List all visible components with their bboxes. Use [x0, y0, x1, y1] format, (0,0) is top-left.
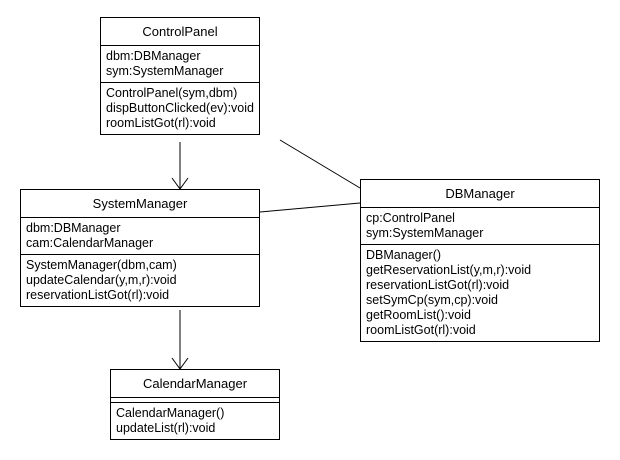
operation-entry: roomListGot(rl):void [366, 323, 476, 337]
operation-entry: reservationListGot(rl):void [366, 278, 510, 292]
operation-entry: getReservationList(y,m,r):void [366, 263, 532, 277]
operations-section: ControlPanel(sym,dbm)dispButtonClicked(e… [101, 82, 259, 134]
attribute-entry: dbm:DBManager [106, 49, 201, 63]
class-name: ControlPanel [101, 18, 259, 46]
operation-entry: dispButtonClicked(ev):void [106, 101, 254, 115]
attribute-entry: cam:CalendarManager [26, 236, 154, 250]
attribute-entry: sym:SystemManager [366, 226, 484, 240]
operations-section: SystemManager(dbm,cam)updateCalendar(y,m… [21, 254, 259, 306]
class-calendarmanager[interactable]: CalendarManager CalendarManager()updateL… [110, 369, 280, 440]
attribute-entry: sym:SystemManager [106, 64, 224, 78]
edge-controlpanel-dbmanager [279, 139, 361, 189]
class-name: CalendarManager [111, 370, 279, 398]
class-name: SystemManager [21, 190, 259, 218]
attribute-entry: cp:ControlPanel [366, 211, 455, 225]
attribute-entry: dbm:DBManager [26, 221, 121, 235]
operation-entry: updateList(rl):void [116, 421, 216, 435]
operation-entry: setSymCp(sym,cp):void [366, 293, 498, 307]
operation-entry: reservationListGot(rl):void [26, 288, 170, 302]
edge-systemmanager-dbmanager [259, 202, 361, 213]
operation-entry: roomListGot(rl):void [106, 116, 216, 130]
operation-entry: CalendarManager() [116, 406, 225, 420]
operation-entry: ControlPanel(sym,dbm) [106, 86, 238, 100]
operations-section: DBManager()getReservationList(y,m,r):voi… [361, 244, 599, 341]
operation-entry: SystemManager(dbm,cam) [26, 258, 177, 272]
class-name: DBManager [361, 180, 599, 208]
operations-section: CalendarManager()updateList(rl):void [111, 402, 279, 439]
operation-entry: DBManager() [366, 248, 442, 262]
operation-entry: updateCalendar(y,m,r):void [26, 273, 177, 287]
operation-entry: getRoomList():void [366, 308, 471, 322]
